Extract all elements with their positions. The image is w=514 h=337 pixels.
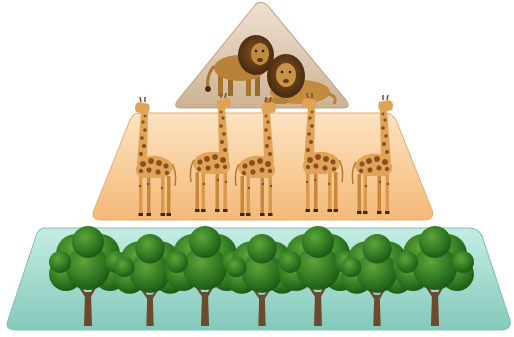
food-pyramid-diagram	[0, 0, 514, 337]
pyramid-svg	[0, 0, 514, 337]
